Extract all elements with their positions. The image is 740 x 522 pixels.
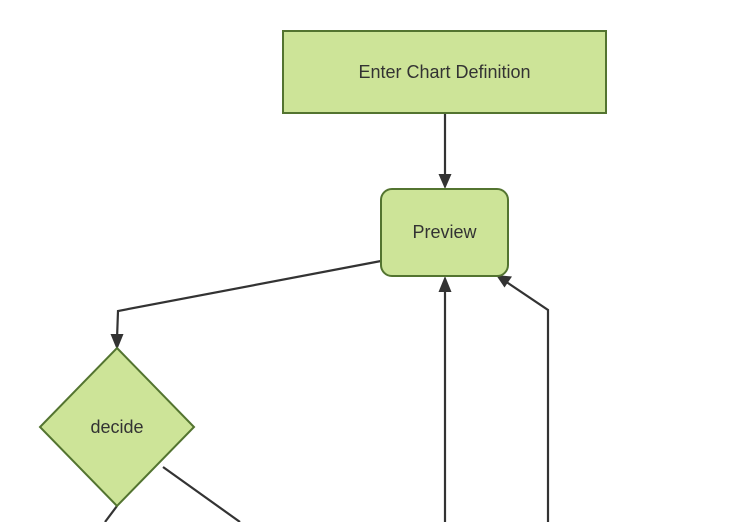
edge-bottom-to-preview-center — [438, 276, 452, 522]
edge-line — [162, 466, 241, 522]
edge-line — [115, 259, 382, 340]
arrow-head-icon — [110, 334, 124, 350]
node-shape-rounded-rectangle — [380, 188, 509, 277]
edge-decide-out-right — [162, 466, 241, 522]
node-preview[interactable]: Preview — [380, 188, 509, 277]
edge-line — [504, 280, 550, 522]
edge-decide-out-left — [104, 505, 118, 522]
node-decide[interactable]: decide — [38, 346, 196, 508]
edge-preview-to-decide — [110, 259, 382, 350]
node-label-decide: decide — [90, 417, 143, 437]
node-shape-rectangle — [282, 30, 607, 114]
arrow-head-icon — [438, 276, 452, 292]
edge-enter-to-preview — [438, 113, 452, 189]
node-label-enter-chart-definition: Enter Chart Definition — [358, 62, 530, 82]
node-shape-diamond — [38, 346, 196, 508]
arrow-head-icon — [438, 174, 452, 189]
node-enter-chart-definition[interactable]: Enter Chart Definition — [282, 30, 607, 114]
edge-line — [104, 505, 118, 522]
node-label-preview: Preview — [412, 222, 477, 242]
arrow-head-icon — [496, 275, 512, 288]
edge-bottom-to-preview-right — [496, 275, 550, 522]
